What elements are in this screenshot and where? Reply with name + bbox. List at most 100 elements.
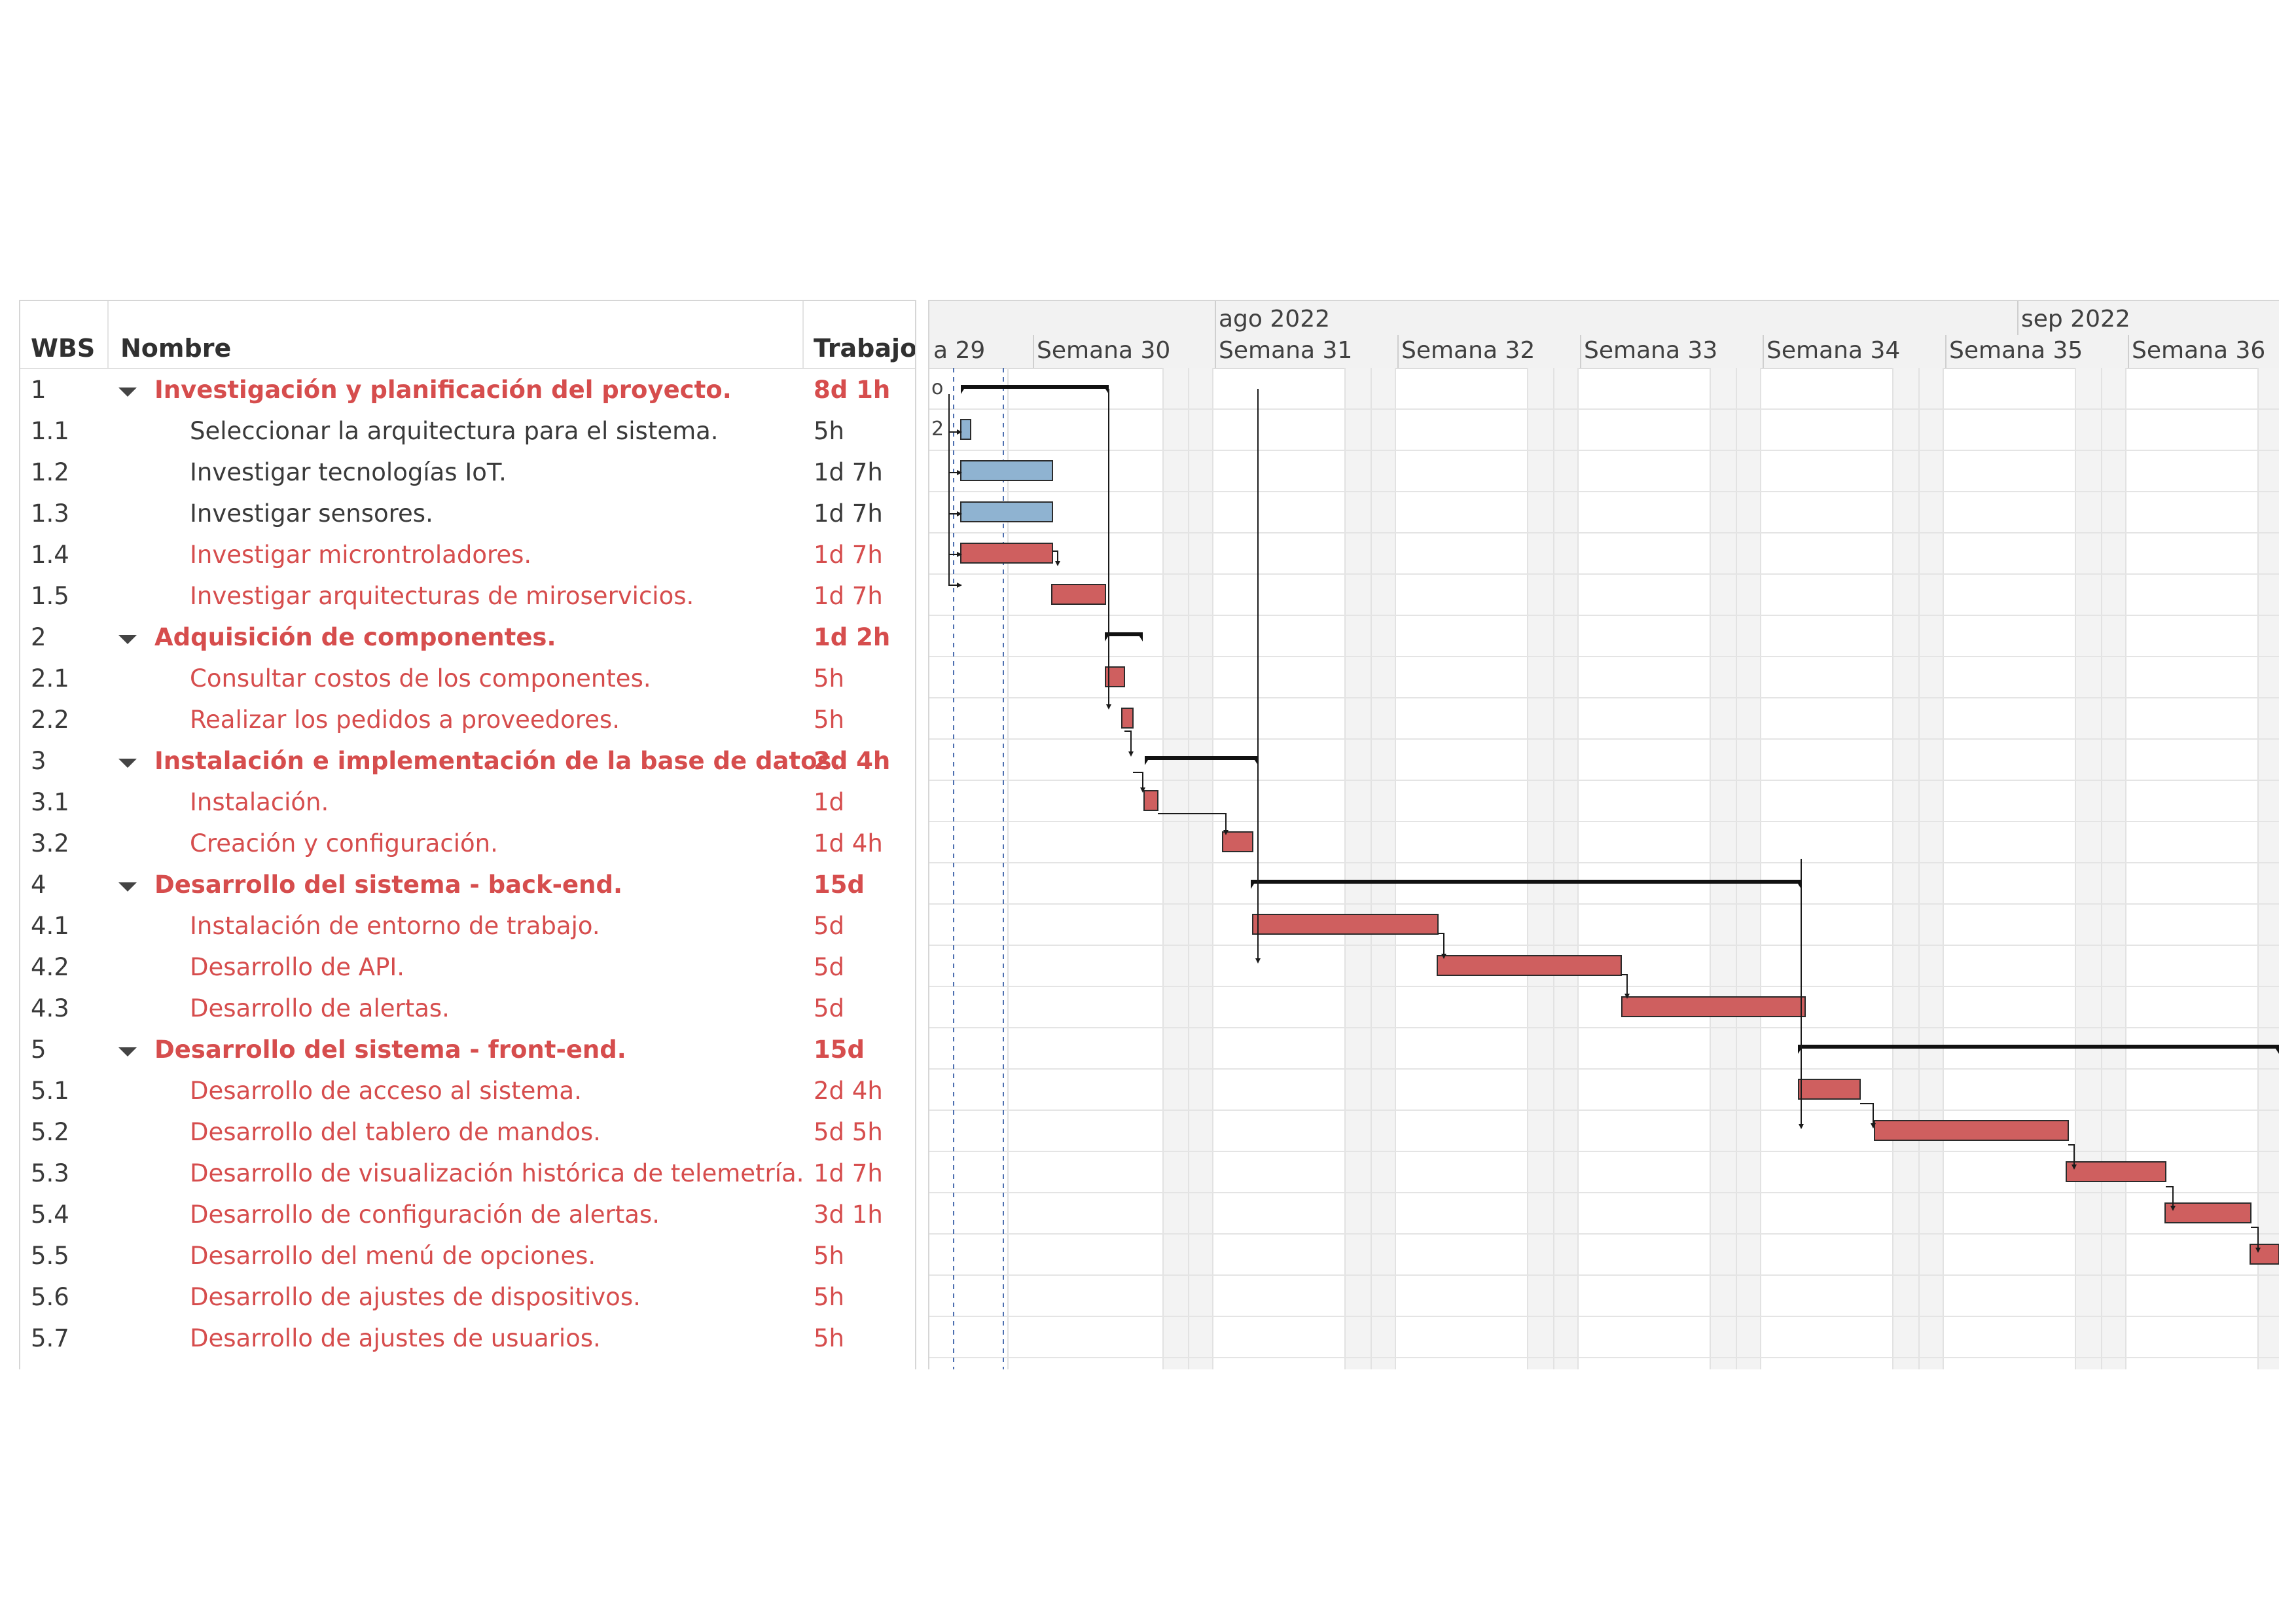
expander-triangle-icon[interactable] [118, 635, 137, 644]
task-name[interactable]: Desarrollo del sistema - front-end. [154, 1036, 626, 1064]
task-name[interactable]: Desarrollo del sistema - back-end. [154, 871, 622, 899]
task-name[interactable]: Desarrollo de API. [190, 953, 405, 981]
task-name[interactable]: Investigar tecnologías IoT. [190, 458, 507, 486]
work-cell[interactable]: 5d [814, 912, 845, 940]
task-name[interactable]: Desarrollo del menú de opciones. [190, 1242, 596, 1270]
work-cell[interactable]: 15d [814, 1036, 865, 1064]
task-name[interactable]: Consultar costos de los componentes. [190, 664, 651, 693]
task-name[interactable]: Investigación y planificación del proyec… [154, 376, 732, 404]
weekend-shade [1528, 368, 1578, 1369]
work-cell[interactable]: 2d 4h [814, 1077, 883, 1105]
table-row[interactable]: 5.2 Desarrollo del tablero de mandos. 5d 5… [20, 1111, 915, 1153]
task-bar [2164, 1202, 2251, 1223]
work-cell[interactable]: 1d 7h [814, 582, 883, 610]
table-row[interactable]: 1.2 Investigar tecnologías IoT. 1d 7h [20, 452, 915, 493]
work-cell[interactable]: 5h [814, 1283, 844, 1311]
work-header[interactable]: Trabajo [814, 334, 916, 363]
task-name[interactable]: Desarrollo de ajustes de dispositivos. [190, 1283, 641, 1311]
expander-triangle-icon[interactable] [118, 882, 137, 892]
task-bar [960, 460, 1053, 481]
work-cell[interactable]: 5h [814, 706, 844, 734]
work-cell[interactable]: 3d 1h [814, 1200, 883, 1229]
work-cell[interactable]: 1d [814, 788, 845, 816]
work-cell[interactable]: 5d 5h [814, 1118, 883, 1146]
name-header[interactable]: Nombre [120, 334, 232, 363]
task-name[interactable]: Realizar los pedidos a proveedores. [190, 706, 620, 734]
task-name[interactable]: Creación y configuración. [190, 829, 498, 857]
task-name[interactable]: Investigar sensores. [190, 499, 433, 528]
work-cell[interactable]: 2d 4h [814, 747, 891, 775]
task-name[interactable]: Desarrollo de configuración de alertas. [190, 1200, 660, 1229]
task-name[interactable]: Investigar arquitecturas de miroservicio… [190, 582, 694, 610]
task-name[interactable]: Desarrollo de alertas. [190, 994, 450, 1022]
table-row[interactable]: 3 Instalación e implementación de la base… [20, 740, 915, 782]
task-bar [1121, 708, 1134, 729]
work-cell[interactable]: 5h [814, 417, 844, 445]
work-cell[interactable]: 1d 7h [814, 458, 883, 486]
wbs-cell: 3 [31, 747, 46, 775]
wbs-cell: 5.2 [31, 1118, 69, 1146]
work-cell[interactable]: 1d 7h [814, 1159, 883, 1187]
summary-end [1252, 756, 1258, 765]
summary-end [1137, 632, 1143, 641]
work-cell[interactable]: 5d [814, 994, 845, 1022]
work-cell[interactable]: 15d [814, 871, 865, 899]
task-name[interactable]: Desarrollo de ajustes de usuarios. [190, 1324, 601, 1352]
task-name[interactable]: Seleccionar la arquitectura para el sist… [190, 417, 719, 445]
wbs-cell: 1.3 [31, 499, 69, 528]
dependency-arrow [1052, 550, 1060, 566]
task-name[interactable]: Desarrollo del tablero de mandos. [190, 1118, 601, 1146]
task-bar [1143, 790, 1158, 811]
wbs-cell: 1.2 [31, 458, 69, 486]
summary-bar [1798, 1045, 2279, 1049]
expander-triangle-icon[interactable] [118, 388, 137, 397]
work-cell[interactable]: 5d [814, 953, 845, 981]
task-name[interactable]: Instalación. [190, 788, 329, 816]
work-cell[interactable]: 1d 2h [814, 623, 891, 651]
expander-triangle-icon[interactable] [118, 759, 137, 768]
column-separator[interactable] [107, 301, 109, 368]
task-name[interactable]: Desarrollo de visualización histórica de… [190, 1159, 804, 1187]
week-separator [2128, 335, 2129, 368]
dependency-arrow [1438, 933, 1446, 959]
work-cell[interactable]: 1d 4h [814, 829, 883, 857]
task-name[interactable]: Instalación e implementación de la base … [154, 747, 841, 775]
column-separator[interactable] [802, 301, 804, 368]
work-cell[interactable]: 5h [814, 1242, 844, 1270]
wbs-header[interactable]: WBS [31, 334, 96, 363]
summary-end [961, 385, 967, 394]
work-cell[interactable]: 1d 7h [814, 499, 883, 528]
expander-triangle-icon[interactable] [118, 1047, 137, 1056]
summary-end [1145, 756, 1151, 765]
task-name[interactable]: Instalación de entorno de trabajo. [190, 912, 600, 940]
work-cell[interactable]: 5h [814, 1324, 844, 1352]
month-header: ago 2022 sep 2022 [929, 301, 2279, 336]
work-cell[interactable]: 8d 1h [814, 376, 891, 404]
work-cell[interactable]: 5h [814, 664, 844, 693]
table-row[interactable]: 1.3 Investigar sensores. 1d 7h [20, 493, 915, 534]
task-name[interactable]: Desarrollo de acceso al sistema. [190, 1077, 582, 1105]
work-cell[interactable]: 1d 7h [814, 541, 883, 569]
task-name[interactable]: Investigar microntroladores. [190, 541, 532, 569]
task-name[interactable]: Adquisición de componentes. [154, 623, 556, 651]
